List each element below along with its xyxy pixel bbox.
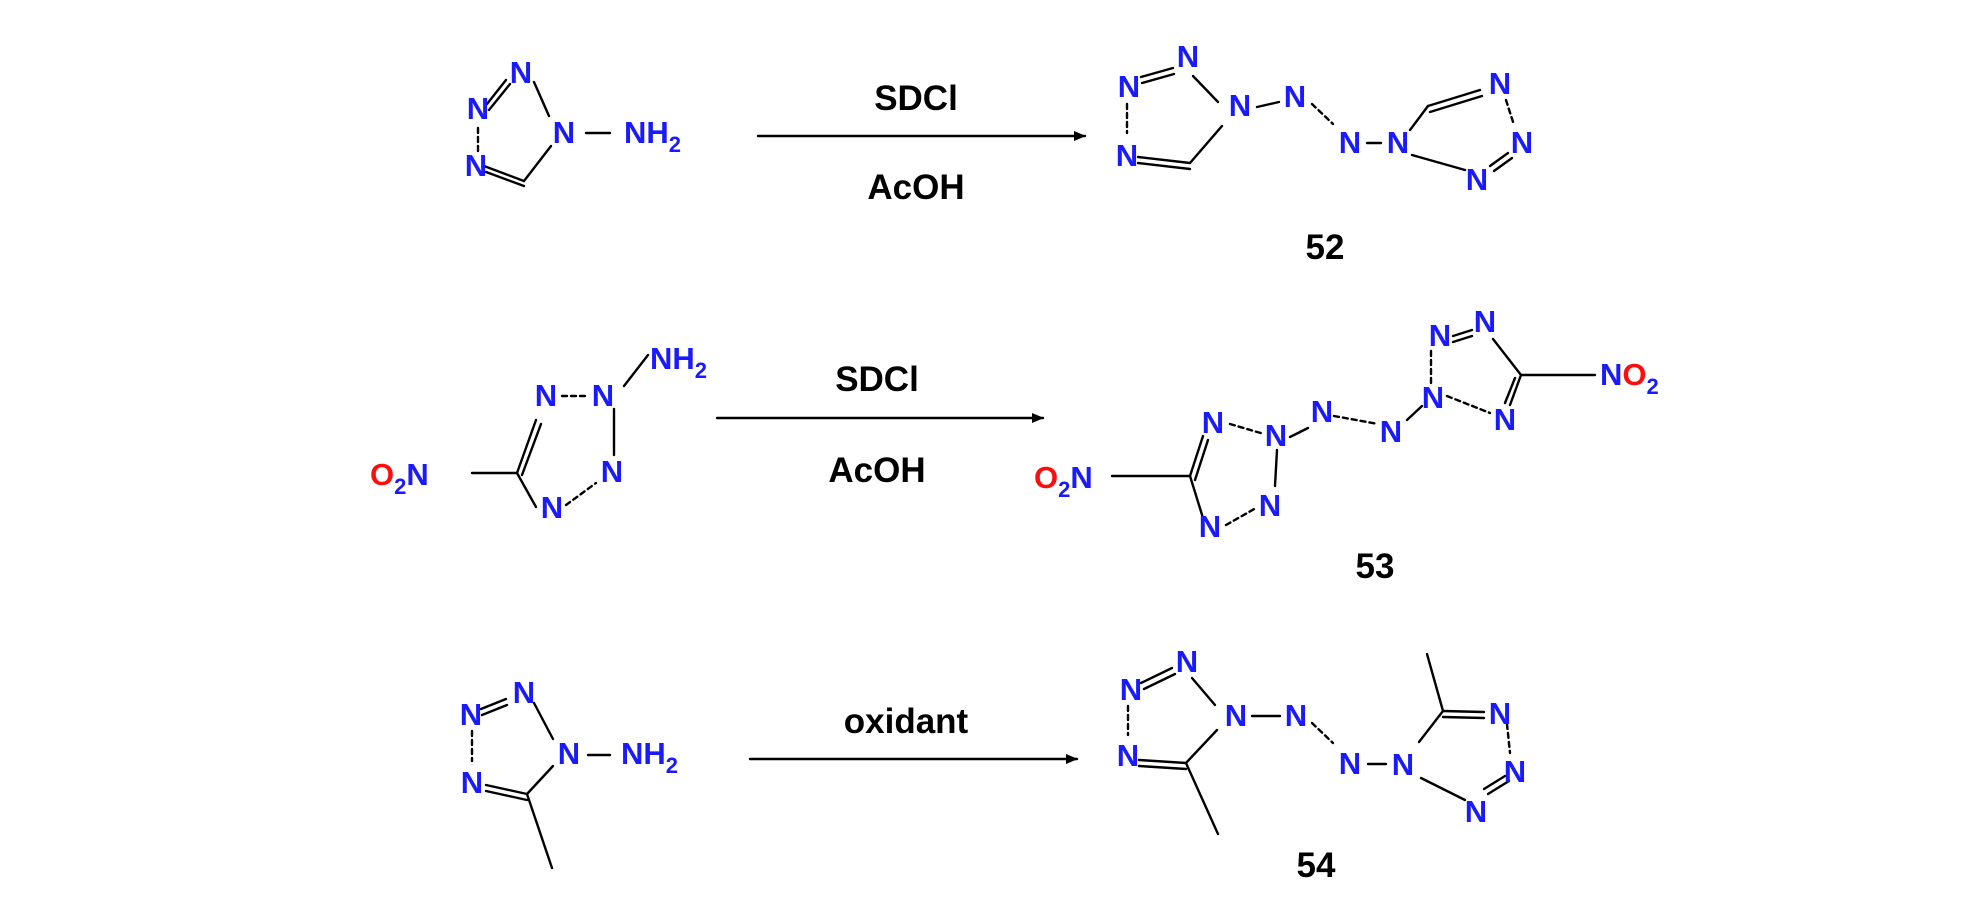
atom-n: N [1199, 509, 1221, 544]
atom-n: N [1489, 696, 1511, 731]
reaction-2: O2N N N N N NH2 SDCl AcOH [370, 304, 1659, 586]
atom-n: N [1202, 405, 1224, 440]
bonds [470, 697, 612, 870]
product-53: O2N N N N N N N N N N N NO2 [1034, 304, 1659, 544]
conditions-below-1: AcOH [867, 168, 964, 207]
atom-n: N [1259, 488, 1281, 523]
atom-n: N [1117, 738, 1139, 773]
atom-n: N [553, 115, 575, 150]
atom-n: N [558, 736, 580, 771]
atom-n: N [510, 55, 532, 90]
atom-n: N [1429, 318, 1451, 353]
atom-n: N [1229, 88, 1251, 123]
product-52: N N N N N N N N N N [1116, 39, 1533, 197]
atom-n: N [541, 490, 563, 525]
atom-n: N [601, 454, 623, 489]
atom-n: N [1176, 644, 1198, 679]
conditions-above-1: SDCl [874, 79, 958, 118]
atom-n: N [1225, 698, 1247, 733]
compound-label-52: 52 [1306, 228, 1345, 267]
atom-n: N [467, 91, 489, 126]
atom-n: N [1511, 125, 1533, 160]
atom-n: N [1494, 402, 1516, 437]
compound-label-53: 53 [1356, 547, 1395, 586]
atom-n: N [1465, 794, 1487, 829]
atom-n: N [1504, 754, 1526, 789]
nitro-group: NO2 [1600, 357, 1659, 399]
atom-n: N [1177, 39, 1199, 74]
atom-n: N [535, 378, 557, 413]
atom-n: N [1380, 414, 1402, 449]
bonds [1125, 66, 1516, 173]
atom-n: N [1265, 418, 1287, 453]
atom-n: N [1120, 672, 1142, 707]
nitro-group: O2N [1034, 460, 1093, 502]
reactant-2-nitro-aminotetrazole: O2N N N N N NH2 [370, 341, 707, 525]
atom-n: N [513, 675, 535, 710]
atom-n: N [1118, 69, 1140, 104]
reaction-3: N N N N NH2 oxidant [460, 644, 1526, 885]
amino-group: NH2 [624, 115, 681, 157]
bonds [476, 78, 612, 188]
bonds [1126, 652, 1512, 836]
reactant-3-methyl-aminotetrazole: N N N N NH2 [460, 675, 678, 870]
conditions-below-2: AcOH [828, 451, 925, 490]
atom-n: N [1284, 79, 1306, 114]
reactant-1-aminotetrazole: N N N N NH2 [465, 55, 681, 188]
conditions-above-2: SDCl [835, 360, 919, 399]
atom-n: N [592, 378, 614, 413]
bonds [470, 353, 650, 509]
atom-n: N [1339, 746, 1361, 781]
atom-n: N [465, 148, 487, 183]
atom-n: N [1387, 125, 1409, 160]
atom-n: N [1311, 394, 1333, 429]
reaction-1: N N N N NH2 SDCl AcOH [465, 39, 1533, 267]
amino-group: NH2 [621, 736, 678, 778]
atom-n: N [460, 697, 482, 732]
atom-n: N [1422, 380, 1444, 415]
atom-n: N [1489, 66, 1511, 101]
atom-n: N [1116, 138, 1138, 173]
conditions-above-3: oxidant [844, 702, 969, 741]
compound-label-54: 54 [1297, 846, 1336, 885]
atom-n: N [1474, 304, 1496, 339]
amino-group: NH2 [650, 341, 707, 383]
bonds [1110, 328, 1597, 527]
product-54: N N N N N N N N N N [1117, 644, 1526, 836]
atom-n: N [1285, 698, 1307, 733]
nitro-group: O2N [370, 457, 429, 499]
atom-n: N [1466, 162, 1488, 197]
atom-n: N [1392, 747, 1414, 782]
atom-n: N [1339, 125, 1361, 160]
atom-n: N [461, 765, 483, 800]
